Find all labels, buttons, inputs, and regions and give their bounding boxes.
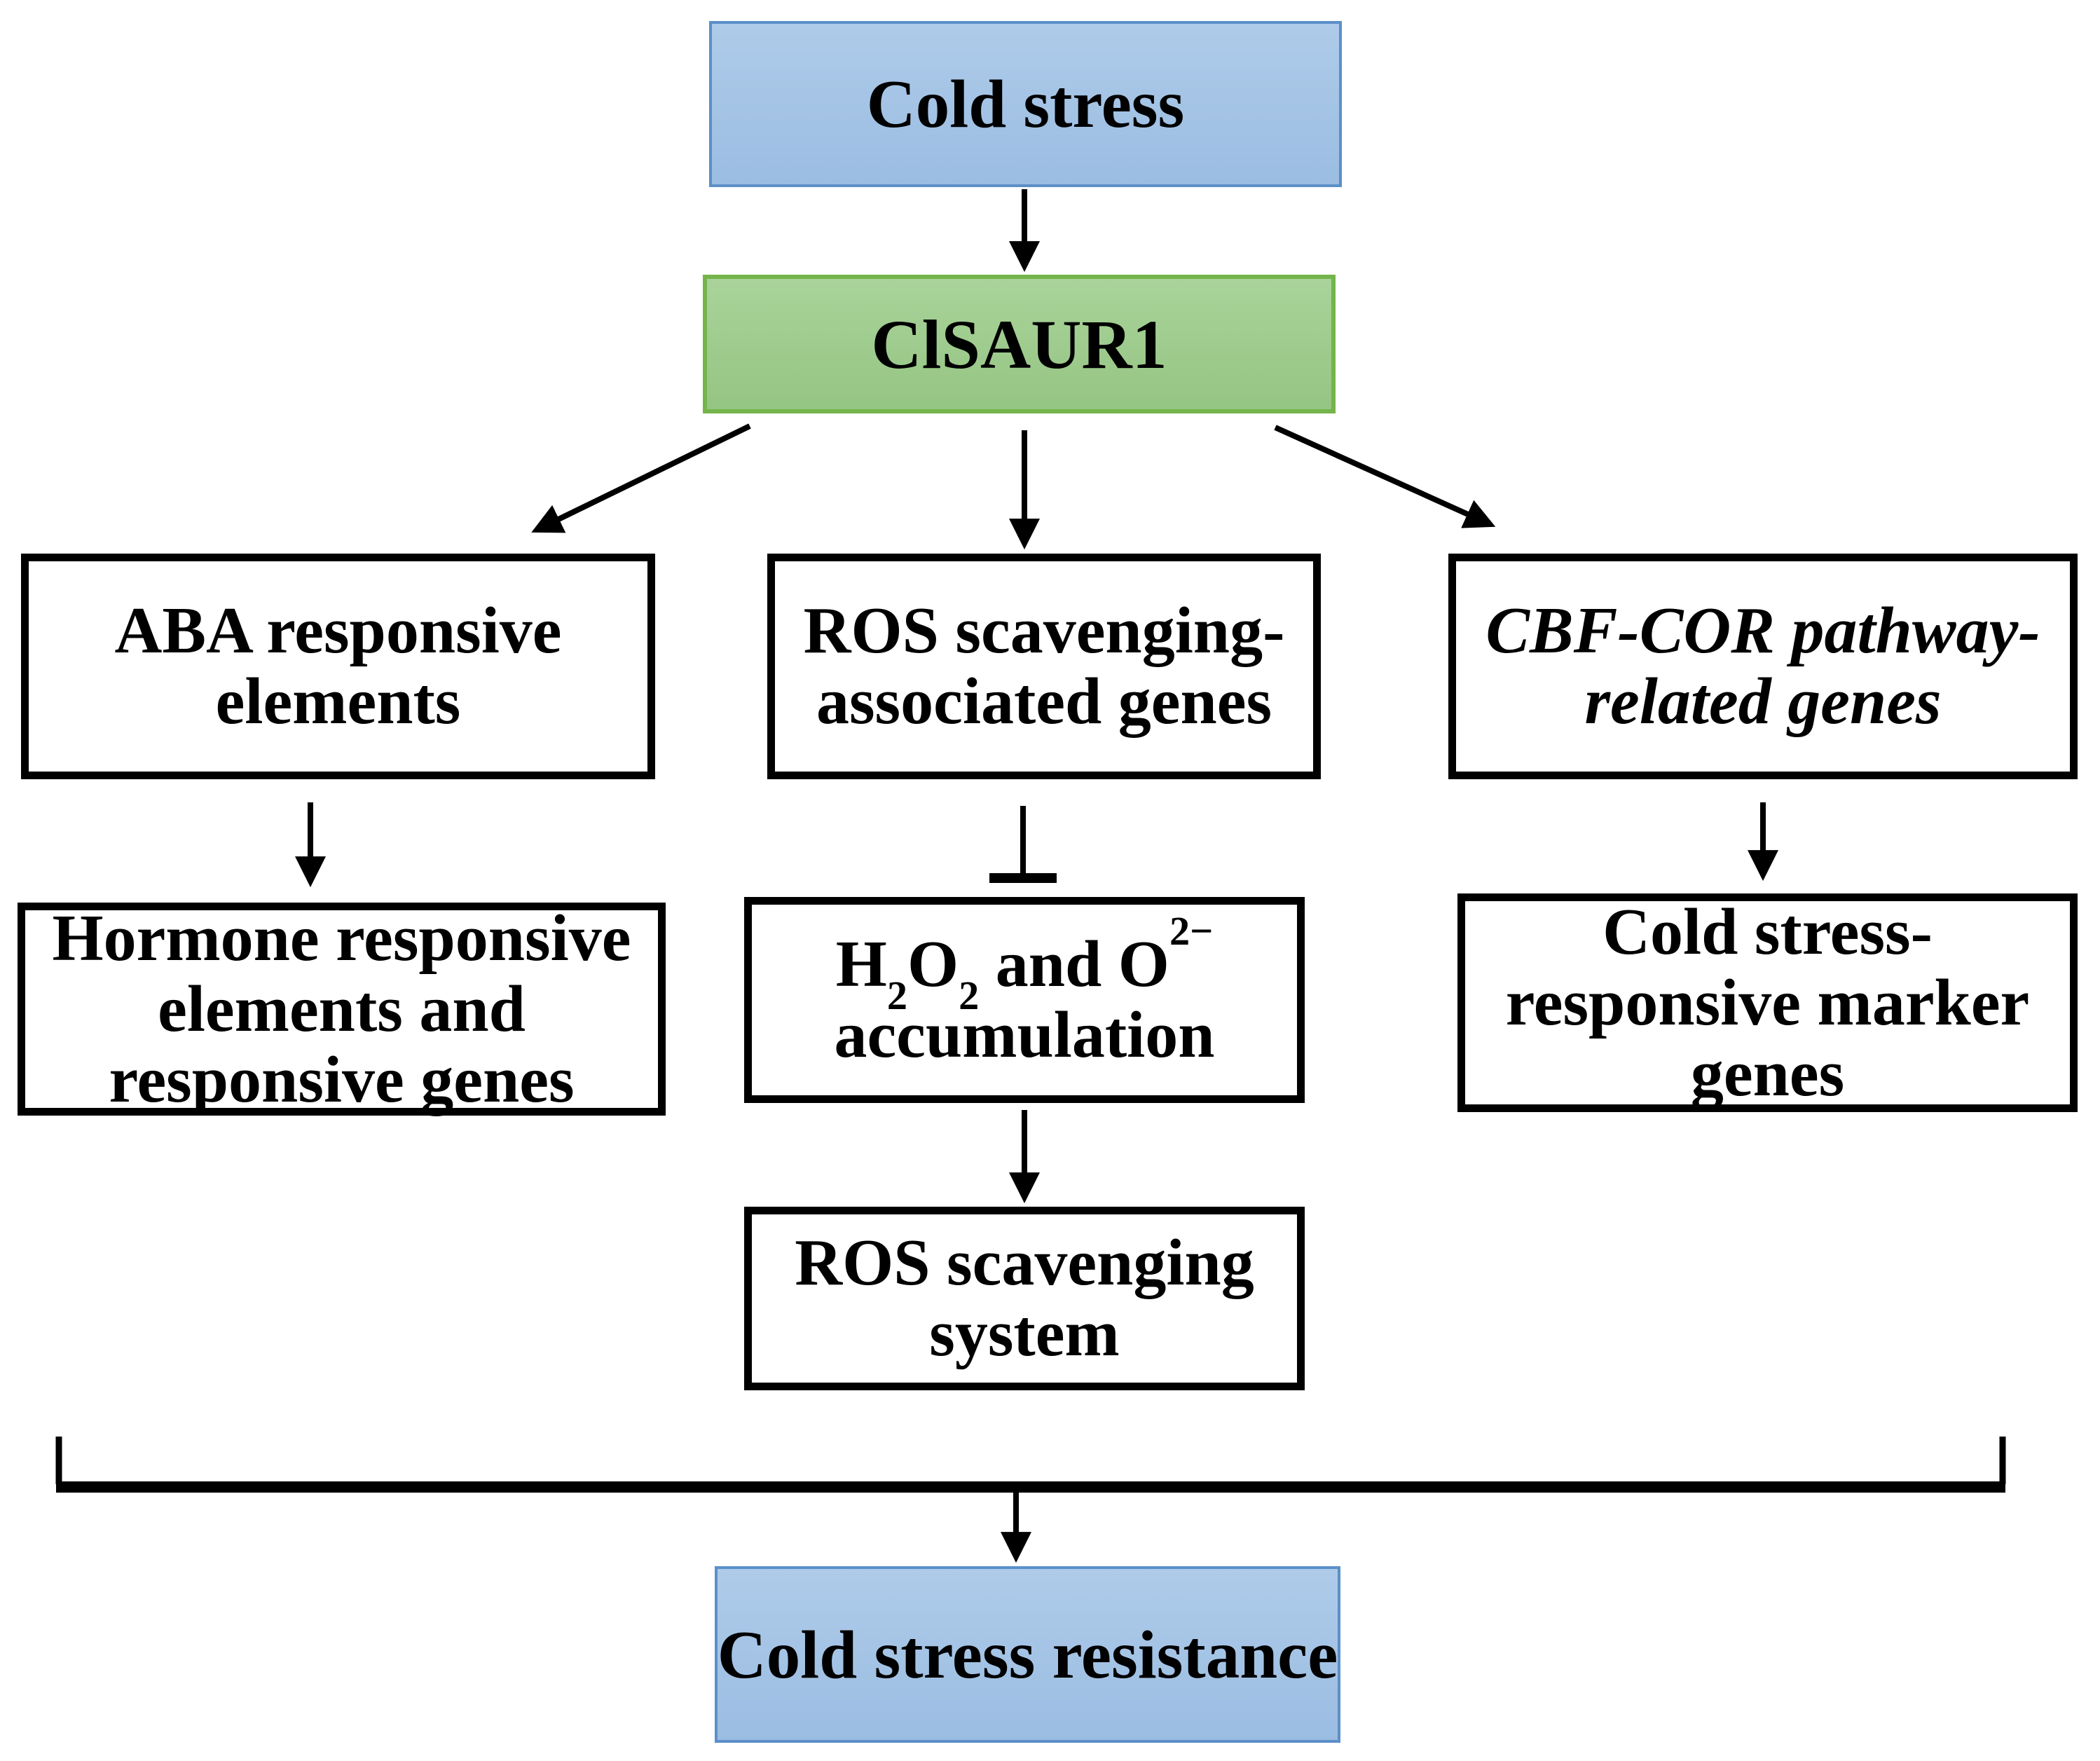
node-hormone-line-3: responsive genes	[109, 1043, 575, 1116]
node-ros-scavenging-genes: ROS scavenging- associated genes	[767, 554, 1321, 779]
node-aba-line-2: elements	[215, 665, 461, 738]
node-clsaur1: ClSAUR1	[703, 275, 1336, 413]
formula-o: O	[907, 928, 959, 1001]
node-cold-marker-line-2: responsive marker	[1505, 966, 2030, 1039]
node-cold-marker-line-3: genes	[1690, 1036, 1845, 1110]
arrow-clsaur1-to-cbf	[1274, 425, 1496, 528]
arrow-clsaur1-to-aba	[531, 423, 751, 533]
formula-and-o: and O	[979, 928, 1169, 1001]
node-cbf-cor-pathway-genes: CBF-COR pathway- related genes	[1448, 554, 2078, 779]
node-ros-genes-line-2: associated genes	[816, 665, 1272, 738]
formula-h: H	[835, 928, 887, 1001]
node-hormone-line-2: elements and	[158, 972, 526, 1046]
node-cold-stress: Cold stress	[709, 21, 1342, 187]
formula-superoxide-superscript: 2−	[1169, 908, 1214, 954]
node-cbf-line-2: related genes	[1584, 665, 1942, 738]
formula-o-subscript: 2	[959, 972, 980, 1018]
node-resistance-label: Cold stress resistance	[717, 1617, 1338, 1692]
node-ros-system-line-2: system	[929, 1297, 1120, 1370]
node-clsaur1-label: ClSAUR1	[871, 305, 1167, 383]
node-aba-line-1: ABA responsive	[114, 594, 562, 667]
formula-h-subscript: 2	[886, 972, 907, 1018]
node-cold-stress-marker-genes: Cold stress- responsive marker genes	[1457, 893, 2078, 1112]
node-cold-stress-resistance: Cold stress resistance	[715, 1566, 1340, 1743]
node-cold-marker-line-1: Cold stress-	[1603, 895, 1933, 968]
node-hormone-responsive-elements: Hormone responsive elements and responsi…	[18, 903, 666, 1116]
node-h2o2-formula-line: H2O2 and O2−	[835, 911, 1214, 1015]
node-ros-system-line-1: ROS scavenging	[795, 1226, 1254, 1299]
node-hormone-line-1: Hormone responsive	[52, 901, 631, 975]
node-h2o2-accumulation: H2O2 and O2− accumulation	[744, 897, 1305, 1103]
node-aba-responsive-elements: ABA responsive elements	[21, 554, 655, 779]
node-ros-scavenging-system: ROS scavenging system	[744, 1207, 1305, 1390]
node-cbf-line-1: CBF-COR pathway-	[1485, 594, 2040, 667]
node-ros-genes-line-1: ROS scavenging-	[803, 594, 1285, 667]
node-h2o2-line-2: accumulation	[834, 999, 1215, 1071]
node-cold-stress-label: Cold stress	[866, 67, 1185, 142]
